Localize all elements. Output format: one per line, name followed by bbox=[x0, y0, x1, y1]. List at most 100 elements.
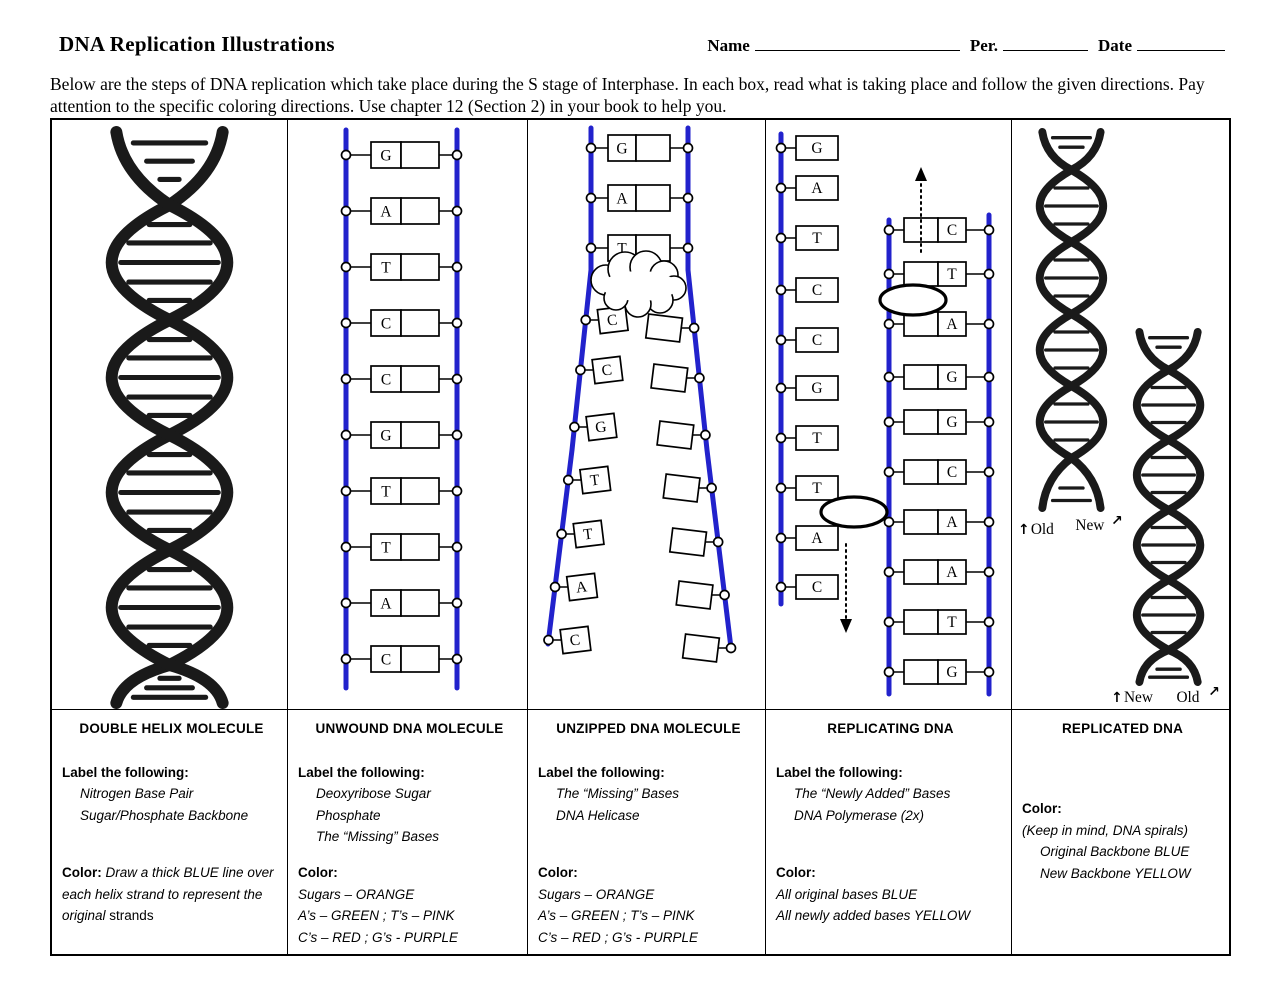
base-box bbox=[795, 277, 839, 303]
original-base: G bbox=[775, 375, 839, 401]
base-box bbox=[937, 609, 967, 635]
original-base: T bbox=[775, 225, 839, 251]
phosphate-node bbox=[883, 371, 895, 383]
label-item: The “Missing” Bases bbox=[316, 829, 440, 844]
base-letter: A bbox=[380, 596, 392, 613]
color-note: (Keep in mind, DNA spirals) bbox=[1022, 822, 1189, 838]
base-letter: T bbox=[381, 260, 391, 277]
base-letter: C bbox=[812, 332, 822, 349]
phosphate-node bbox=[712, 536, 724, 548]
base-letter: C bbox=[812, 579, 822, 596]
unzipped-desc: UNZIPPED DNA MOLECULE Label the followin… bbox=[528, 710, 765, 954]
base-box bbox=[795, 425, 839, 451]
base-rung: C bbox=[340, 309, 463, 337]
base-rung: T bbox=[340, 477, 463, 505]
base-box bbox=[650, 363, 689, 393]
original-base: A bbox=[775, 175, 839, 201]
base-rung: T bbox=[340, 533, 463, 561]
color-title: Color: bbox=[62, 865, 102, 880]
base-box bbox=[572, 519, 605, 549]
label-title: Label the following: bbox=[298, 764, 425, 780]
color-directions: Color: All original bases BLUE All newly… bbox=[776, 862, 1005, 927]
base-box bbox=[662, 473, 701, 503]
color-text-end: strands bbox=[109, 908, 154, 923]
phosphate-node bbox=[585, 142, 597, 154]
phosphate-node bbox=[775, 532, 787, 544]
phosphate-node bbox=[585, 242, 597, 254]
base-letter: G bbox=[946, 414, 957, 431]
arrow-up-icon: ↑ bbox=[1111, 690, 1123, 706]
base-box bbox=[400, 197, 440, 225]
base-box bbox=[903, 364, 939, 390]
phosphate-node bbox=[688, 322, 700, 334]
base-box bbox=[607, 184, 637, 212]
base-letter: A bbox=[946, 564, 958, 581]
base-box bbox=[370, 365, 402, 393]
base-letter: T bbox=[947, 266, 957, 283]
color-line: Original Backbone BLUE bbox=[1040, 844, 1190, 859]
color-line: New Backbone YELLOW bbox=[1040, 865, 1191, 881]
color-line: Sugars – ORANGE bbox=[298, 886, 415, 902]
newly-added-base: T bbox=[883, 261, 995, 287]
name-per-date-line: Name Per. Date bbox=[697, 36, 1225, 56]
arrowhead-down-icon bbox=[840, 619, 852, 633]
label-item: Phosphate bbox=[316, 807, 381, 823]
base-box bbox=[937, 509, 967, 535]
base-box bbox=[400, 365, 440, 393]
dna-polymerase-oval bbox=[878, 283, 948, 317]
base-box bbox=[903, 459, 939, 485]
base-box bbox=[635, 134, 671, 162]
phosphate-node bbox=[549, 581, 561, 593]
panel-replicated: ↑ Old New ↗ ↑ New Old ↗ REPLICATED DNA C… bbox=[1012, 120, 1229, 954]
helix-strand bbox=[1035, 128, 1108, 512]
base-rung: A bbox=[340, 197, 463, 225]
base-letter: G bbox=[811, 140, 822, 157]
label-item: Sugar/Phosphate Backbone bbox=[80, 807, 249, 823]
color-line: A’s – GREEN ; T’s – PINK bbox=[538, 908, 695, 923]
newly-added-base: A bbox=[883, 559, 995, 585]
base-box bbox=[559, 625, 592, 655]
base-box bbox=[795, 375, 839, 401]
phosphate-node bbox=[775, 334, 787, 346]
base-letter: G bbox=[594, 418, 607, 436]
base-box bbox=[400, 421, 440, 449]
base-letter: T bbox=[582, 525, 594, 543]
color-title: Color: bbox=[776, 865, 816, 880]
date-blank bbox=[1137, 36, 1225, 51]
arrow-up-icon: ↑ bbox=[1018, 522, 1030, 538]
base-box bbox=[370, 477, 402, 505]
base-box bbox=[400, 309, 440, 337]
phosphate-node bbox=[775, 142, 787, 154]
phosphate-node bbox=[883, 416, 895, 428]
base-box bbox=[370, 533, 402, 561]
base-letter: C bbox=[601, 361, 613, 379]
phosphate-node bbox=[340, 653, 352, 665]
arrow-up-right-icon: ↗ bbox=[1111, 513, 1123, 529]
phosphate-node bbox=[575, 364, 586, 376]
color-line: C’s – RED ; G’s - PURPLE bbox=[538, 929, 699, 945]
name-blank bbox=[754, 36, 960, 51]
base-box bbox=[937, 261, 967, 287]
phosphate-node bbox=[719, 589, 730, 601]
paired-rung: A bbox=[585, 184, 694, 212]
phosphate-node bbox=[983, 616, 995, 628]
phosphate-node bbox=[451, 317, 463, 329]
phosphate-node bbox=[775, 382, 787, 394]
base-box bbox=[795, 574, 839, 600]
per-label: Per. bbox=[969, 36, 999, 55]
base-letter: C bbox=[947, 464, 957, 481]
unzipped-right-box bbox=[675, 580, 730, 610]
unzipped-right-box bbox=[656, 420, 711, 450]
phosphate-node bbox=[983, 666, 995, 678]
left-backbone-rail bbox=[545, 125, 594, 647]
phosphate-node bbox=[983, 566, 995, 578]
base-letter: T bbox=[617, 241, 627, 258]
base-box bbox=[795, 175, 839, 201]
panel-heading: UNZIPPED DNA MOLECULE bbox=[556, 721, 741, 736]
double-helix-desc: DOUBLE HELIX MOLECULE Label the followin… bbox=[52, 710, 287, 954]
base-box bbox=[937, 459, 967, 485]
panel-heading: REPLICATED DNA bbox=[1061, 721, 1184, 736]
